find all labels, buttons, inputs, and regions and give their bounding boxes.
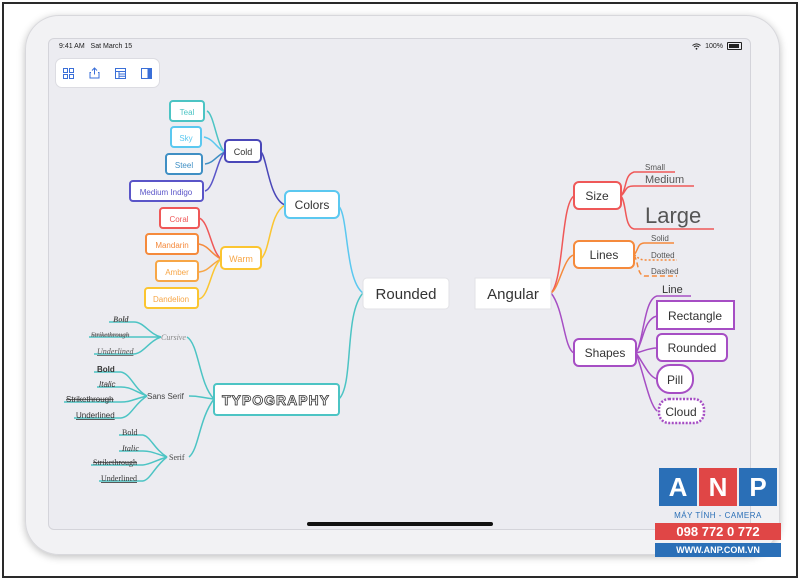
node-typography[interactable]: TYPOGRAPHY [213,383,340,416]
svg-text:Warm: Warm [229,254,253,264]
cursive-underlined[interactable]: Underlined [97,347,134,356]
svg-text:Dandelion: Dandelion [153,295,189,304]
svg-text:TYPOGRAPHY: TYPOGRAPHY [222,392,330,408]
svg-text:Shapes: Shapes [585,346,626,360]
watermark-letter-a: A [659,468,697,506]
status-time: 9:41 AM Sat March 15 [59,43,133,50]
watermark-url: WWW.ANP.COM.VN [655,543,781,557]
serif-label[interactable]: Serif [169,453,185,462]
outline-icon[interactable] [112,65,128,81]
serif-strikethrough[interactable]: Strikethrough [93,458,137,467]
shape-pill[interactable]: Pill [656,364,694,394]
size-large[interactable]: Large [645,203,701,228]
status-bar: 9:41 AM Sat March 15 100% [49,39,750,55]
shape-rounded[interactable]: Rounded [656,333,728,362]
node-coral[interactable]: Coral [159,207,200,229]
svg-text:Amber: Amber [165,268,189,277]
svg-text:Colors: Colors [295,198,330,212]
sans-italic[interactable]: Italic [99,380,115,389]
center-node-rounded[interactable]: Rounded [362,277,450,310]
svg-text:Mandarin: Mandarin [155,241,188,250]
shape-cloud[interactable]: Cloud [657,397,706,425]
grid-icon[interactable] [61,65,77,81]
cursive-strikethrough[interactable]: Strikethrough [91,331,130,339]
node-amber[interactable]: Amber [155,260,199,282]
watermark-letter-n: N [699,468,737,506]
wifi-icon [692,42,701,50]
watermark-logo: A N P MÁY TÍNH - CAMERA 098 772 0 772 WW… [655,468,781,566]
serif-underlined[interactable]: Underlined [101,474,137,483]
lines-dashed[interactable]: Dashed [651,267,679,276]
sans-underlined[interactable]: Underlined [76,411,115,420]
svg-text:Rectangle: Rectangle [668,309,722,323]
node-mandarin[interactable]: Mandarin [145,233,199,255]
connectors [64,110,714,482]
serif-italic[interactable]: Italic [121,444,139,453]
watermark-caption: MÁY TÍNH - CAMERA [674,511,762,520]
center-node-angular[interactable]: Angular [474,277,552,310]
node-size[interactable]: Size [573,181,622,210]
home-indicator[interactable] [307,522,493,526]
svg-text:Cold: Cold [234,147,253,157]
sans-strikethrough[interactable]: Strikethrough [66,395,114,404]
cursive-bold[interactable]: Bold [112,315,130,324]
node-sky[interactable]: Sky [170,126,202,148]
svg-text:Rounded: Rounded [376,286,437,303]
svg-text:Teal: Teal [180,108,195,117]
svg-text:Sky: Sky [179,134,192,143]
svg-text:Medium Indigo: Medium Indigo [140,188,193,197]
size-small[interactable]: Small [645,163,665,172]
node-shapes[interactable]: Shapes [573,338,637,367]
node-warm[interactable]: Warm [220,246,262,270]
sidebar-icon[interactable] [138,65,154,81]
battery-icon [727,42,742,50]
node-colors[interactable]: Colors [284,190,340,219]
shape-line[interactable]: Line [662,284,683,296]
node-cold[interactable]: Cold [224,139,262,163]
node-medium-indigo[interactable]: Medium Indigo [129,180,204,202]
node-dandelion[interactable]: Dandelion [144,287,199,309]
node-lines[interactable]: Lines [573,240,635,269]
svg-text:Pill: Pill [667,373,683,387]
watermark-letter-p: P [739,468,777,506]
size-medium[interactable]: Medium [645,174,684,186]
svg-text:Cloud: Cloud [665,405,696,419]
svg-text:Steel: Steel [175,161,193,170]
sans-bold[interactable]: Bold [97,365,115,374]
svg-text:Rounded: Rounded [668,341,717,355]
app-screen: 9:41 AM Sat March 15 100% [48,38,751,530]
lines-dotted[interactable]: Dotted [651,251,675,260]
toolbar [55,58,160,88]
cursive-label[interactable]: Cursive [161,333,186,342]
mindmap-canvas: Rounded Angular Colors Cold Teal Sky Ste… [64,100,735,483]
lines-solid[interactable]: Solid [651,234,669,243]
watermark-phone: 098 772 0 772 [655,523,781,540]
serif-bold[interactable]: Bold [122,428,138,437]
svg-text:Size: Size [585,189,609,203]
node-steel[interactable]: Steel [165,153,203,175]
share-icon[interactable] [87,65,103,81]
svg-text:Angular: Angular [487,286,539,303]
svg-text:Lines: Lines [590,248,619,262]
node-teal[interactable]: Teal [169,100,205,122]
sans-serif-label[interactable]: Sans Serif [147,392,185,401]
battery-percent: 100% [705,42,723,50]
shape-rectangle[interactable]: Rectangle [656,300,735,330]
status-right: 100% [692,42,742,50]
svg-text:Coral: Coral [169,215,188,224]
